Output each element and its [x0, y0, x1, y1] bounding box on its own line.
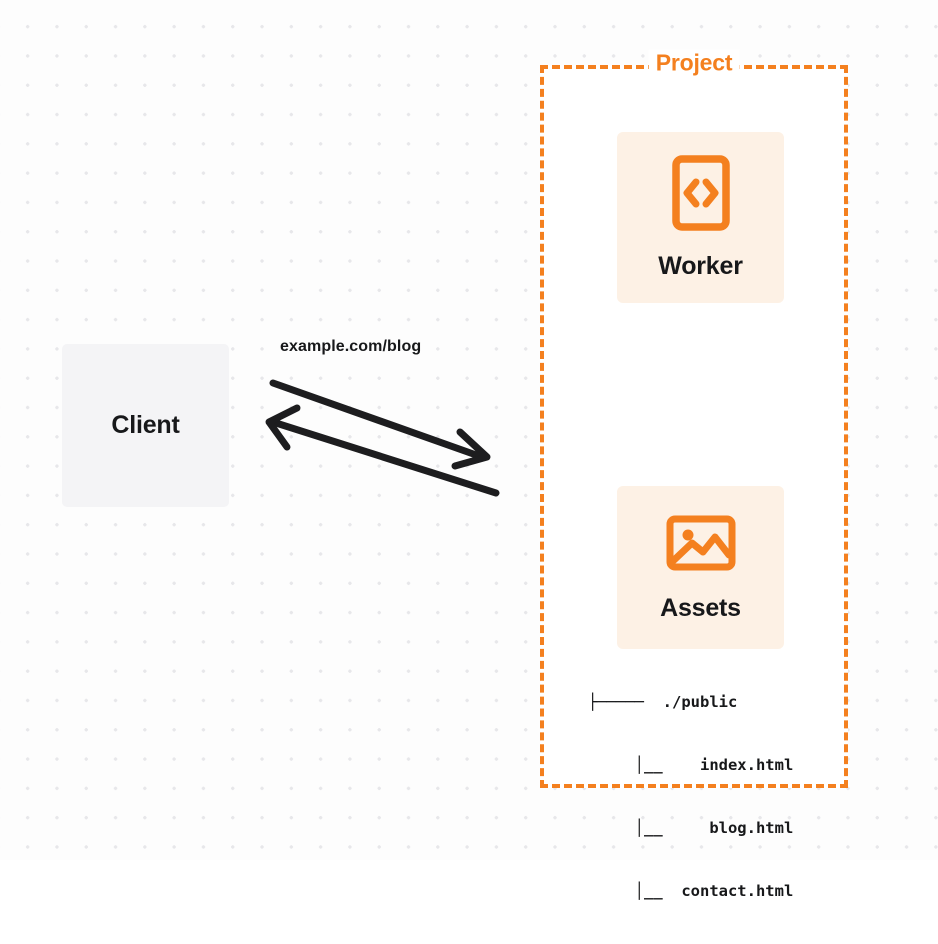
client-node[interactable]: Client [62, 344, 229, 507]
worker-node[interactable]: Worker [617, 132, 784, 303]
project-group[interactable]: Project Worker Assets ├───── ./public │_… [540, 49, 848, 900]
assets-node[interactable]: Assets [617, 486, 784, 649]
image-icon [666, 513, 736, 578]
file-tree-line-index: │__ index.html [588, 756, 794, 774]
request-url-label: example.com/blog [280, 338, 422, 355]
assets-file-tree: ├───── ./public │__ index.html │__ blog.… [588, 650, 838, 944]
worker-node-label: Worker [658, 251, 743, 280]
client-node-label: Client [111, 411, 180, 439]
project-group-title: Project [648, 49, 740, 77]
code-file-icon [671, 154, 730, 236]
file-tree-line-contact: │__ contact.html [588, 882, 794, 900]
file-tree-line-root: ├───── ./public [588, 693, 738, 711]
assets-node-label: Assets [660, 593, 741, 622]
file-tree-line-blog: │__ blog.html [588, 819, 794, 837]
